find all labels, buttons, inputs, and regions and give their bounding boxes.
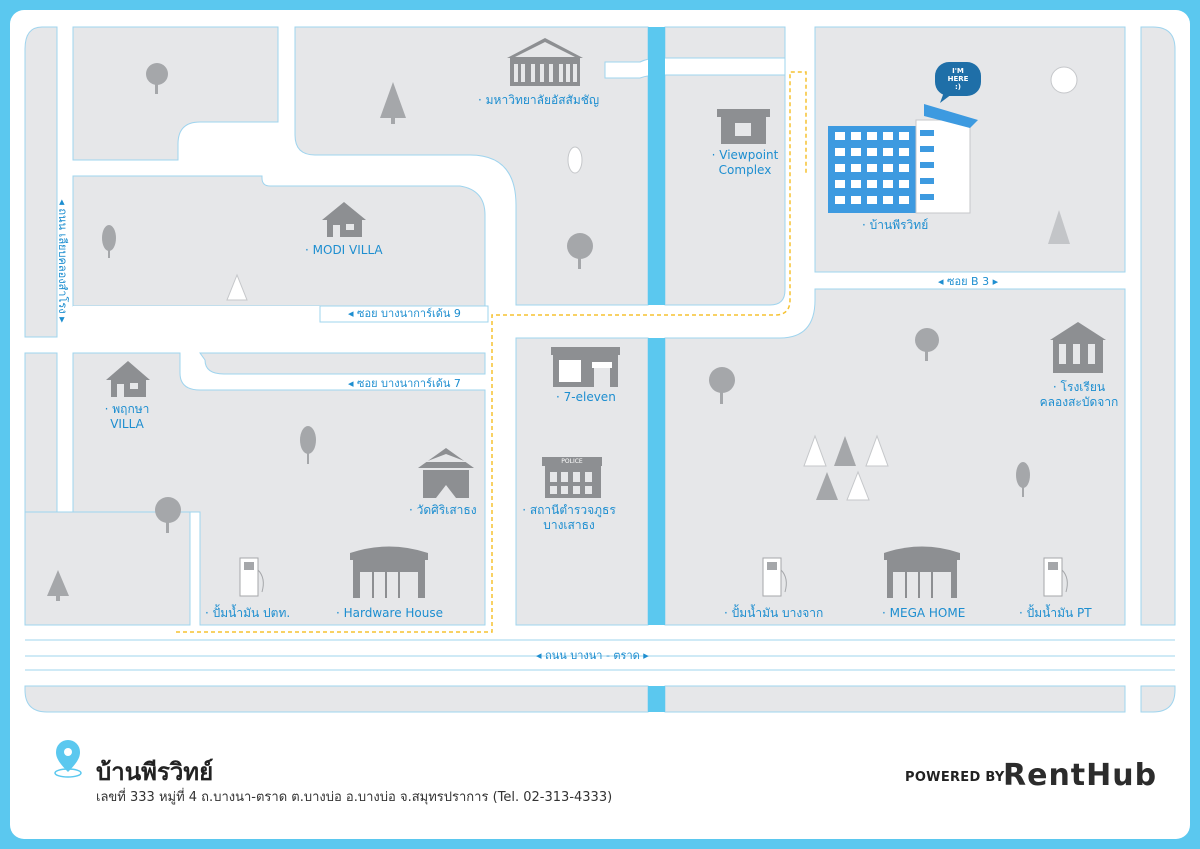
location-pin-icon: [54, 740, 82, 778]
gas-ptt-label: · ปั้มน้ำมัน ปตท.: [205, 606, 291, 620]
block-far-right: [1140, 26, 1176, 626]
building-label: · บ้านพีรวิทย์: [862, 218, 929, 232]
police-station-icon: [542, 457, 602, 498]
soi7-label: ◂ ซอย บางนาการ์เด้น 7: [348, 377, 461, 390]
block-bottom-left: [24, 685, 649, 713]
mega-home-label: · MEGA HOME: [882, 606, 966, 620]
tree-icon: [567, 146, 583, 174]
seven-eleven-icon: [551, 347, 620, 387]
pine-icon: [865, 434, 889, 467]
canal-bottom: [648, 686, 665, 712]
pine-icon: [380, 82, 406, 118]
gas-bangchak-label: · ปั้มน้ำมัน บางจาก: [724, 606, 824, 620]
pine-icon: [47, 570, 69, 596]
pine-icon: [846, 470, 870, 501]
mega-home-icon: [884, 546, 960, 598]
tree-icon: [1016, 462, 1030, 488]
route-path: [176, 71, 807, 633]
tree-icon: [300, 426, 316, 454]
pruksa-villa-icon: [106, 361, 150, 397]
canal-top: [648, 27, 665, 305]
tree-icon: [1050, 66, 1078, 94]
here-bubble-icon: [935, 62, 981, 103]
block-school: [664, 288, 1126, 626]
pine-icon: [834, 436, 856, 466]
block-far-left-top: [24, 26, 58, 338]
gas-pt-label: · ปั้มน้ำมัน PT: [1019, 606, 1092, 620]
university-label: · มหาวิทยาลัยอัสสัมชัญ: [478, 93, 600, 107]
pine-icon: [816, 472, 838, 500]
seven-eleven-label: · 7-eleven: [556, 390, 616, 404]
tree-icon: [915, 328, 939, 352]
tree-icon: [709, 367, 735, 393]
soi9-strip: [319, 305, 489, 323]
tree-icon: [102, 225, 116, 251]
university-icon: [507, 38, 583, 86]
block-soi7-strip: [199, 352, 486, 375]
pine-icon: [803, 434, 827, 467]
left-road-label: ◂ ถนน เลียบคลองสำโรง ▸: [56, 199, 69, 323]
gas-pump-icon: [762, 557, 787, 597]
block-university: [294, 26, 649, 306]
gas-pump-icon: [239, 557, 264, 597]
temple-label: · วัดศิริเสาธง: [409, 503, 477, 517]
tree-icon: [567, 233, 593, 259]
main-road-label: ◂ ถนน บางนา - ตราด ▸: [536, 649, 649, 662]
temple-icon: [418, 448, 474, 498]
school-icon: [1050, 322, 1106, 373]
gas-pump-icon: [1043, 557, 1068, 597]
footer-title: บ้านพีรวิทย์: [96, 758, 214, 786]
footer-address: เลขที่ 333 หมู่ที่ 4 ถ.บางนา-ตราด ต.บางบ…: [96, 790, 613, 805]
block-far-left-mid: [24, 352, 58, 513]
police-label: · สถานีตำรวจภูธรบางเสาธง: [522, 503, 616, 532]
viewpoint-icon: [717, 109, 770, 144]
tree-icon: [146, 63, 168, 85]
block-top-left: [72, 26, 279, 161]
block-left-bottom: [24, 511, 191, 626]
apartment-building-icon: [828, 104, 978, 214]
pine-icon: [226, 273, 248, 301]
canal-mid: [648, 338, 665, 625]
renthub-logo: RentHub: [1003, 758, 1158, 793]
block-bottom-right: [1140, 685, 1176, 713]
powered-by-text: POWERED BY: [905, 770, 1005, 785]
modi-villa-label: · MODI VILLA: [305, 243, 383, 257]
hardware-house-icon: [350, 546, 428, 598]
hardware-label: · Hardware House: [336, 606, 443, 620]
block-viewpoint: [664, 26, 786, 306]
block-bottom-mid: [664, 685, 1126, 713]
block-modi-villa: [72, 175, 486, 307]
tree-icon: [155, 497, 181, 523]
soi-b3-label: ◂ ซอย B 3 ▸: [938, 275, 999, 288]
school-label: · โรงเรียนคลองสะบัดจาก: [1039, 380, 1119, 409]
police-sign: POLICE: [561, 458, 583, 465]
pine-icon: [1048, 210, 1070, 244]
soi9-label: ◂ ซอย บางนาการ์เด้น 9: [348, 307, 461, 320]
modi-villa-icon: [322, 202, 366, 237]
